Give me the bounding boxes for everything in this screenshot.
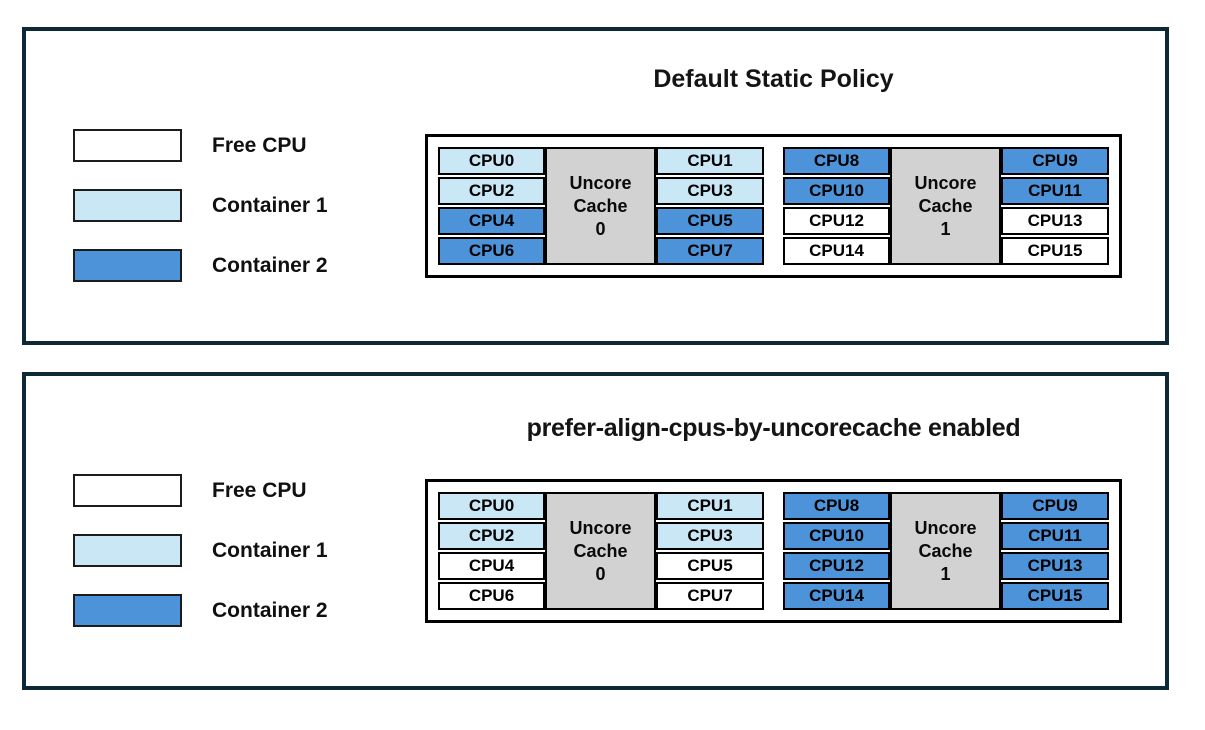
uncore-label-line: Cache (573, 195, 628, 216)
cpu-cell-cpu2: CPU2 (438, 177, 545, 205)
cpu-column-left: CPU0 CPU2 CPU4 CPU6 (438, 147, 545, 265)
cpu-cell-cpu6: CPU6 (438, 237, 545, 265)
cpu-column-left: CPU8 CPU10 CPU12 CPU14 (783, 147, 890, 265)
panel-default-static-policy: Default Static Policy Free CPU Container… (22, 27, 1169, 345)
uncore-label-line: Cache (573, 540, 628, 561)
uncore-cache-0-block: CPU0 CPU2 CPU4 CPU6 Uncore Cache 0 CPU1 … (438, 492, 764, 610)
cpu-cell-cpu12: CPU12 (783, 552, 890, 580)
legend: Free CPU Container 1 Container 2 (73, 129, 328, 309)
legend-item-container-1: Container 1 (73, 534, 328, 567)
legend-item-container-1: Container 1 (73, 189, 328, 222)
panel-title: Default Static Policy (653, 65, 894, 93)
cpu-column-right: CPU9 CPU11 CPU13 CPU15 (1001, 147, 1109, 265)
cpu-cell-cpu15: CPU15 (1001, 237, 1109, 265)
legend-item-free-cpu: Free CPU (73, 474, 328, 507)
cpu-topology-diagram: CPU0 CPU2 CPU4 CPU6 Uncore Cache 0 CPU1 … (425, 479, 1122, 623)
legend-label: Free CPU (212, 478, 307, 502)
legend-item-free-cpu: Free CPU (73, 129, 328, 162)
uncore-label-line: Uncore (569, 172, 632, 193)
legend-label: Free CPU (212, 133, 307, 157)
cpu-column-left: CPU0 CPU2 CPU4 CPU6 (438, 492, 545, 610)
cpu-column-right: CPU1 CPU3 CPU5 CPU7 (656, 147, 764, 265)
cpu-cell-cpu9: CPU9 (1001, 492, 1109, 520)
uncore-cache-0-box: Uncore Cache 0 (545, 492, 656, 610)
cpu-cell-cpu12: CPU12 (783, 207, 890, 235)
cpu-cell-cpu13: CPU13 (1001, 552, 1109, 580)
cpu-topology-diagram: CPU0 CPU2 CPU4 CPU6 Uncore Cache 0 CPU1 … (425, 134, 1122, 278)
legend-label: Container 2 (212, 598, 328, 622)
uncore-label-line: Uncore (914, 517, 977, 538)
cpu-column-right: CPU1 CPU3 CPU5 CPU7 (656, 492, 764, 610)
cpu-cell-cpu13: CPU13 (1001, 207, 1109, 235)
cpu-cell-cpu10: CPU10 (783, 177, 890, 205)
legend-label: Container 1 (212, 538, 328, 562)
legend-swatch-free-cpu (73, 474, 182, 507)
uncore-label-line: Cache (918, 195, 973, 216)
cpu-cell-cpu5: CPU5 (656, 207, 764, 235)
uncore-cache-1-box: Uncore Cache 1 (890, 147, 1001, 265)
legend-swatch-container-2 (73, 249, 182, 282)
legend-swatch-container-2 (73, 594, 182, 627)
cpu-cell-cpu7: CPU7 (656, 237, 764, 265)
cpu-cell-cpu8: CPU8 (783, 492, 890, 520)
legend-label: Container 1 (212, 193, 328, 217)
legend-label: Container 2 (212, 253, 328, 277)
cpu-cell-cpu11: CPU11 (1001, 177, 1109, 205)
uncore-cache-1-block: CPU8 CPU10 CPU12 CPU14 Uncore Cache 1 CP… (783, 492, 1109, 610)
cpu-cell-cpu6: CPU6 (438, 582, 545, 610)
cpu-column-left: CPU8 CPU10 CPU12 CPU14 (783, 492, 890, 610)
legend-item-container-2: Container 2 (73, 249, 328, 282)
cpu-cell-cpu8: CPU8 (783, 147, 890, 175)
cpu-cell-cpu0: CPU0 (438, 492, 545, 520)
cpu-cell-cpu1: CPU1 (656, 147, 764, 175)
legend-item-container-2: Container 2 (73, 594, 328, 627)
cpu-cell-cpu4: CPU4 (438, 552, 545, 580)
legend-swatch-container-1 (73, 189, 182, 222)
uncore-label-line: Cache (918, 540, 973, 561)
cpu-cell-cpu1: CPU1 (656, 492, 764, 520)
cpu-cell-cpu7: CPU7 (656, 582, 764, 610)
cpu-cell-cpu0: CPU0 (438, 147, 545, 175)
cpu-cell-cpu9: CPU9 (1001, 147, 1109, 175)
cpu-cell-cpu5: CPU5 (656, 552, 764, 580)
cpu-cell-cpu14: CPU14 (783, 582, 890, 610)
cpu-cell-cpu14: CPU14 (783, 237, 890, 265)
cpu-cell-cpu3: CPU3 (656, 522, 764, 550)
panel-prefer-align-uncorecache: prefer-align-cpus-by-uncorecache enabled… (22, 372, 1169, 690)
uncore-label-line: 0 (595, 218, 606, 239)
legend: Free CPU Container 1 Container 2 (73, 474, 328, 654)
uncore-cache-1-box: Uncore Cache 1 (890, 492, 1001, 610)
cpu-cell-cpu3: CPU3 (656, 177, 764, 205)
cpu-cell-cpu2: CPU2 (438, 522, 545, 550)
uncore-label-line: 0 (595, 563, 606, 584)
cpu-column-right: CPU9 CPU11 CPU13 CPU15 (1001, 492, 1109, 610)
uncore-label-line: Uncore (914, 172, 977, 193)
legend-swatch-free-cpu (73, 129, 182, 162)
uncore-cache-0-block: CPU0 CPU2 CPU4 CPU6 Uncore Cache 0 CPU1 … (438, 147, 764, 265)
cpu-cell-cpu10: CPU10 (783, 522, 890, 550)
uncore-label-line: 1 (940, 218, 951, 239)
uncore-label-line: 1 (940, 563, 951, 584)
uncore-label-line: Uncore (569, 517, 632, 538)
cpu-cell-cpu15: CPU15 (1001, 582, 1109, 610)
uncore-cache-0-box: Uncore Cache 0 (545, 147, 656, 265)
cpu-cell-cpu11: CPU11 (1001, 522, 1109, 550)
legend-swatch-container-1 (73, 534, 182, 567)
cpu-cell-cpu4: CPU4 (438, 207, 545, 235)
uncore-cache-1-block: CPU8 CPU10 CPU12 CPU14 Uncore Cache 1 CP… (783, 147, 1109, 265)
panel-title: prefer-align-cpus-by-uncorecache enabled (526, 414, 1021, 442)
